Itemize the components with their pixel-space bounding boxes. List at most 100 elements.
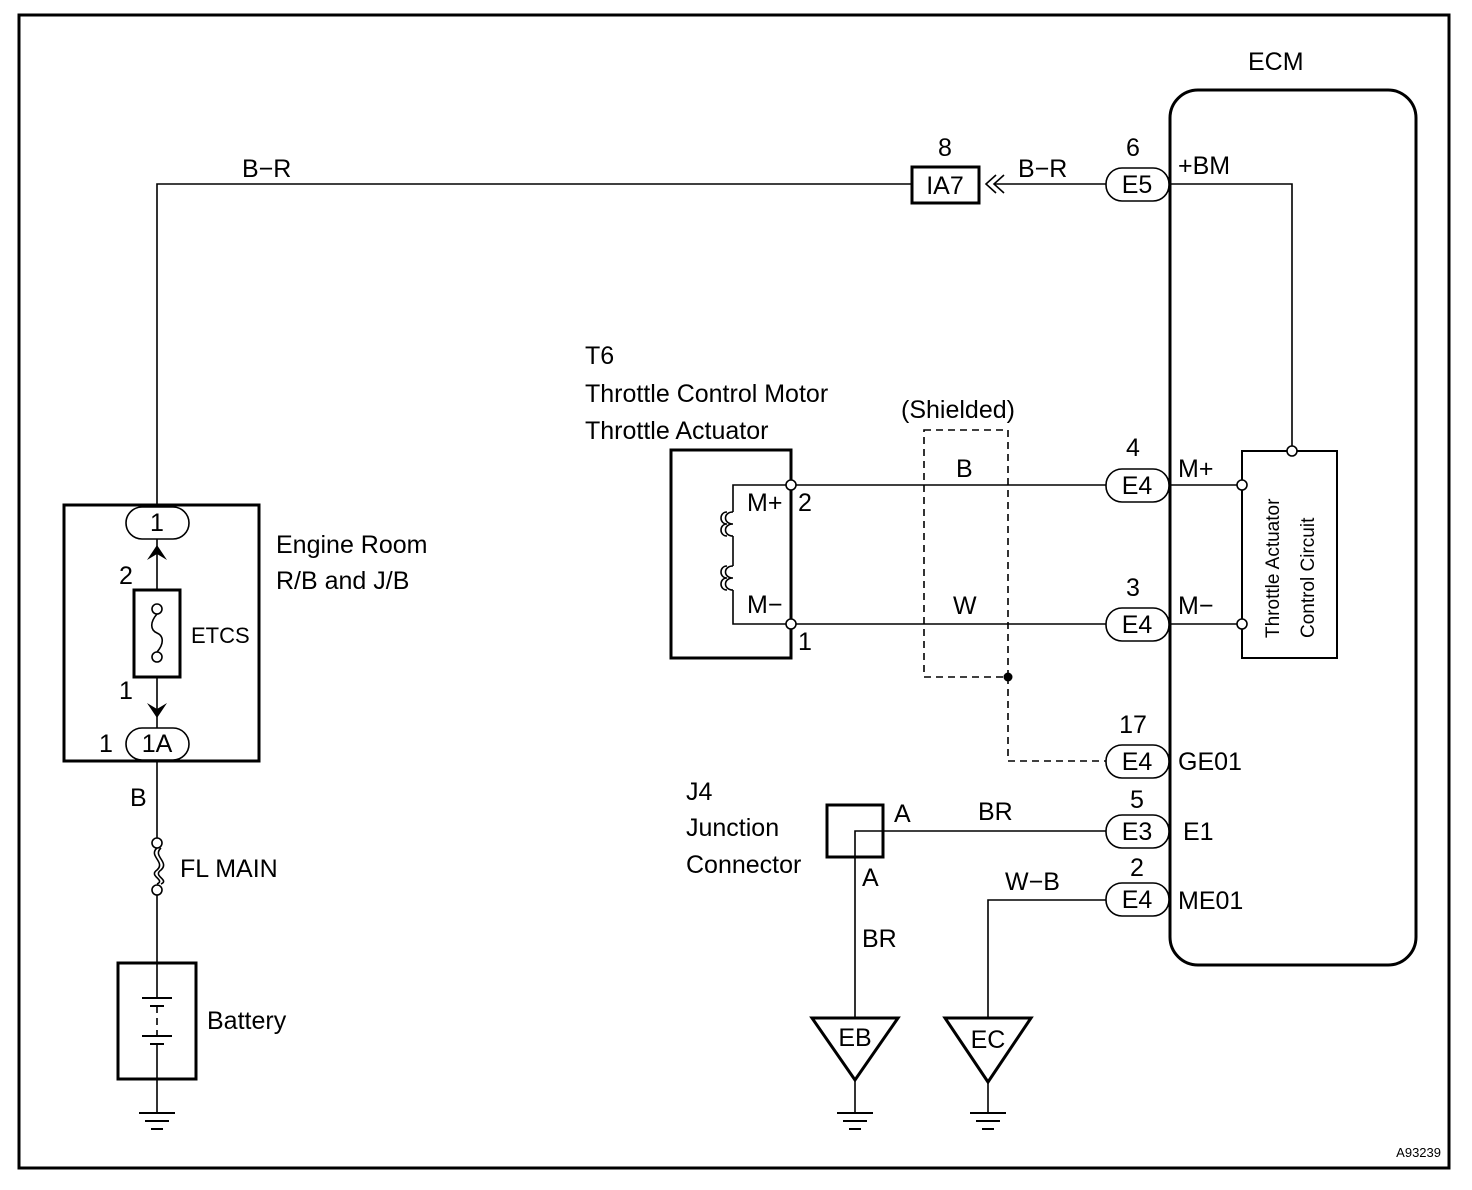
wire-label-br-down: BR [862, 925, 897, 953]
svg-text:E4: E4 [1122, 748, 1153, 776]
ia7-chevron-outer [984, 174, 997, 194]
ecm-connector-e4-mplus: E4 4 [1105, 434, 1170, 503]
motor-pin-plus-label: M+ [747, 489, 782, 517]
ecm-connector-e4-mminus: E4 3 [1105, 574, 1170, 642]
ecm-pin-name-bm: +BM [1178, 152, 1230, 180]
ecm-title: ECM [1248, 48, 1304, 76]
ia7-pin-num: 8 [938, 134, 952, 162]
junction-pin-a-bottom: A [862, 864, 879, 892]
motor-terminal-minus [785, 618, 797, 630]
relay-bottom-connector-label: 1A [142, 730, 173, 758]
wb-wire [987, 899, 1106, 1018]
mminus-terminal [1236, 618, 1248, 630]
svg-text:E4: E4 [1122, 472, 1153, 500]
svg-text:E4: E4 [1122, 886, 1153, 914]
shield-box [923, 429, 1009, 678]
relay-block-label-1: Engine Room [276, 531, 427, 559]
ground-icon-battery [139, 1079, 175, 1130]
ecm-pin-name-ge01: GE01 [1178, 748, 1242, 776]
ecm-pin-num-4: 4 [1126, 434, 1140, 462]
motor-pin-plus-num: 2 [798, 489, 812, 517]
mplus-terminal [1236, 479, 1248, 491]
fuse-label: ETCS [191, 623, 250, 648]
ground-point-eb: EB [809, 1016, 901, 1130]
top-br-circuit: B−R IA7 8 B−R [156, 134, 1106, 505]
ecm-pin-num-5: 5 [1130, 786, 1144, 814]
wire-label-wb: W−B [1005, 868, 1060, 896]
battery-icon [142, 963, 172, 1079]
wire-label-br-right: B−R [1018, 155, 1067, 183]
throttle-label-2: Throttle Actuator [585, 417, 768, 445]
throttle-motor-box [669, 448, 793, 660]
fl-main-terminal-bottom [151, 884, 163, 896]
wire-label-w: W [953, 592, 977, 620]
battery-label: Battery [207, 1007, 287, 1035]
motor-coil-icon [720, 484, 786, 625]
control-circuit-box [1241, 450, 1338, 659]
relay-top-connector-label: 1 [150, 509, 164, 537]
shield: (Shielded) [901, 396, 1106, 762]
relay-up-arrow [147, 545, 167, 560]
junction-pin-a-right: A [894, 800, 911, 828]
ground-ec-label: EC [971, 1026, 1006, 1054]
ecm-pin-num-17: 17 [1119, 711, 1147, 739]
relay-block-box [62, 503, 261, 763]
ecm-pin-name-mminus: M− [1178, 592, 1213, 620]
throttle-code: T6 [585, 342, 614, 370]
ia7-connector [910, 165, 981, 205]
junction-connector: J4 Junction Connector A A BR BR [686, 778, 1106, 1018]
ground-point-ec: EC [942, 1016, 1034, 1130]
ground-icon-eb [837, 1112, 873, 1130]
relay-down-arrow [147, 703, 167, 718]
ia7-label: IA7 [926, 172, 964, 200]
fl-main-terminal-top [151, 837, 163, 849]
ecm-connector-e5: E5 6 [1105, 134, 1170, 202]
throttle-label-1: Throttle Control Motor [585, 380, 828, 408]
relay-block: Engine Room R/B and J/B 1 2 ETCS 1 1A 1 [62, 503, 427, 763]
relay-bottom-connector [125, 727, 190, 761]
br-wire-left [156, 183, 912, 505]
junction-code: J4 [686, 778, 713, 806]
fl-main-fuse-icon-shadow [157, 847, 165, 885]
ecm-pin-num-2: 2 [1130, 854, 1144, 882]
svg-text:E3: E3 [1122, 818, 1153, 846]
junction-label-2: Connector [686, 851, 801, 879]
fl-main-label: FL MAIN [180, 855, 278, 883]
fuse-terminal-bottom [151, 651, 163, 663]
wire-label-br-left: B−R [242, 155, 291, 183]
ecm-connector-e3: E3 5 [1105, 786, 1170, 849]
relay-bottom-connector-pin: 1 [99, 730, 113, 758]
motor-pin-minus-label: M− [747, 591, 782, 619]
ecm-connector-e4-me01: E4 2 [1105, 854, 1170, 917]
ecm-pin-num-3: 3 [1126, 574, 1140, 602]
ecm-pin-num-6: 6 [1126, 134, 1140, 162]
bm-terminal [1286, 445, 1298, 457]
bm-internal-wire [1170, 183, 1293, 446]
svg-text:E4: E4 [1122, 611, 1153, 639]
diagram-id: A93239 [1396, 1145, 1441, 1160]
shield-drain-wire [1007, 677, 1106, 762]
shielded-label: (Shielded) [901, 396, 1015, 424]
control-circuit-label-2: Control Circuit [1298, 517, 1319, 638]
junction-label-1: Junction [686, 814, 779, 842]
junction-wire [854, 830, 1106, 1018]
fuse-bottom-pin: 1 [119, 677, 133, 705]
motor-pin-minus-num: 1 [798, 628, 812, 656]
ground-eb-label: EB [838, 1024, 871, 1052]
control-circuit-label-1: Throttle Actuator [1263, 498, 1284, 638]
ground-icon-ec [970, 1112, 1006, 1130]
wire-label-b: B [956, 455, 973, 483]
fuse-element-icon [150, 613, 164, 653]
ecm: ECM Throttle Actuator Control Circuit +B… [1105, 48, 1418, 967]
wire-label-br-junction: BR [978, 798, 1013, 826]
diagram-frame [17, 13, 1451, 1170]
wire-label-b-battery: B [130, 784, 147, 812]
throttle-motor: T6 Throttle Control Motor Throttle Actua… [585, 342, 828, 660]
fuse-terminal-top [151, 603, 163, 615]
relay-block-label-2: R/B and J/B [276, 567, 409, 595]
ecm-pin-name-me01: ME01 [1178, 887, 1243, 915]
ecm-connector-e4-ge01: E4 17 [1105, 711, 1170, 779]
ecm-pin-name-e1: E1 [1183, 818, 1214, 846]
svg-text:E5: E5 [1122, 171, 1153, 199]
